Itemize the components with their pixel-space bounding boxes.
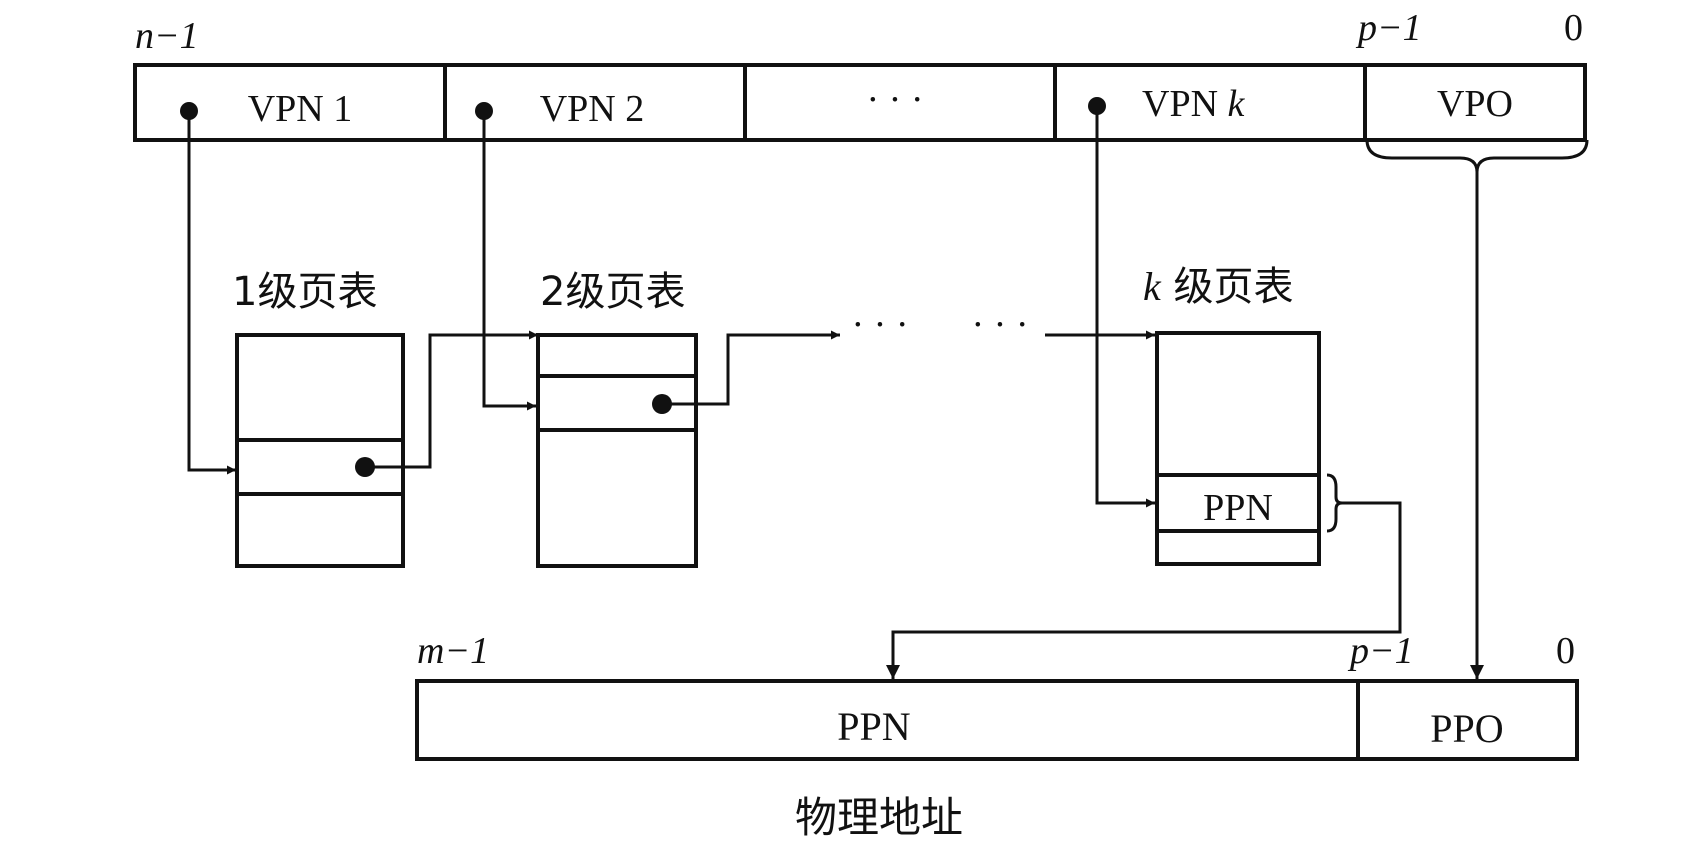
level2-to-next-arrow xyxy=(662,330,840,406)
tables-ellipsis: · · · xyxy=(972,304,1029,346)
level1-table-box xyxy=(235,333,405,568)
physical-address-bar: m−1 p−1 0 PPN PPO 物理地址 xyxy=(415,630,1579,842)
level1-to-level2-arrow xyxy=(365,330,538,469)
vpo-brace xyxy=(1365,139,1589,173)
vpn1-field: VPN 1 xyxy=(248,88,353,130)
vpn1-to-level1-arrow xyxy=(187,111,236,475)
ppn-to-physical-arrow xyxy=(886,501,1402,679)
page-tables: 1级页表 2级页表 k 级页表 · · · · · · PPN xyxy=(232,264,1343,568)
pa-ppn-field: PPN xyxy=(837,704,910,749)
pa-low-bit-label: 0 xyxy=(1556,630,1575,672)
levelk-table-box xyxy=(1155,331,1321,566)
pa-high-bit-label: m−1 xyxy=(417,630,489,672)
ppn-entry-brace xyxy=(1326,473,1343,533)
va-high-bit-label: n−1 xyxy=(135,15,199,57)
va-split-bit-label: p−1 xyxy=(1355,7,1422,49)
connector-arrows xyxy=(187,106,1484,679)
va-ellipsis: · · · xyxy=(867,79,924,121)
virtual-address-bar: n−1 p−1 0 VPN 1 VPN 2 · · · VPN k VPO xyxy=(133,7,1589,173)
level2-page-table xyxy=(536,333,698,568)
level2-table-box xyxy=(536,333,698,568)
level1-table-title: 1级页表 xyxy=(232,269,377,315)
vpn2-to-level2-arrow xyxy=(482,111,536,411)
pa-outer-box xyxy=(415,679,1579,761)
tables-ellipsis: · · · xyxy=(852,304,909,346)
levelk-page-table: PPN xyxy=(1155,331,1343,566)
pa-ppo-field: PPO xyxy=(1430,706,1503,751)
va-low-bit-label: 0 xyxy=(1564,7,1583,49)
vpn2-field: VPN 2 xyxy=(540,88,645,130)
va-outer-box xyxy=(133,63,1587,142)
levelk-ppn-entry: PPN xyxy=(1203,487,1273,529)
level1-page-table xyxy=(235,333,405,568)
pa-split-bit-label: p−1 xyxy=(1347,630,1414,672)
vpo-field: VPO xyxy=(1437,83,1513,125)
vpnk-field: VPN k xyxy=(1142,83,1246,125)
levelk-table-title: k 级页表 xyxy=(1143,264,1293,310)
level2-table-title: 2级页表 xyxy=(540,269,685,315)
physical-address-caption: 物理地址 xyxy=(795,793,963,842)
vpnk-to-levelk-arrow xyxy=(1095,106,1155,508)
